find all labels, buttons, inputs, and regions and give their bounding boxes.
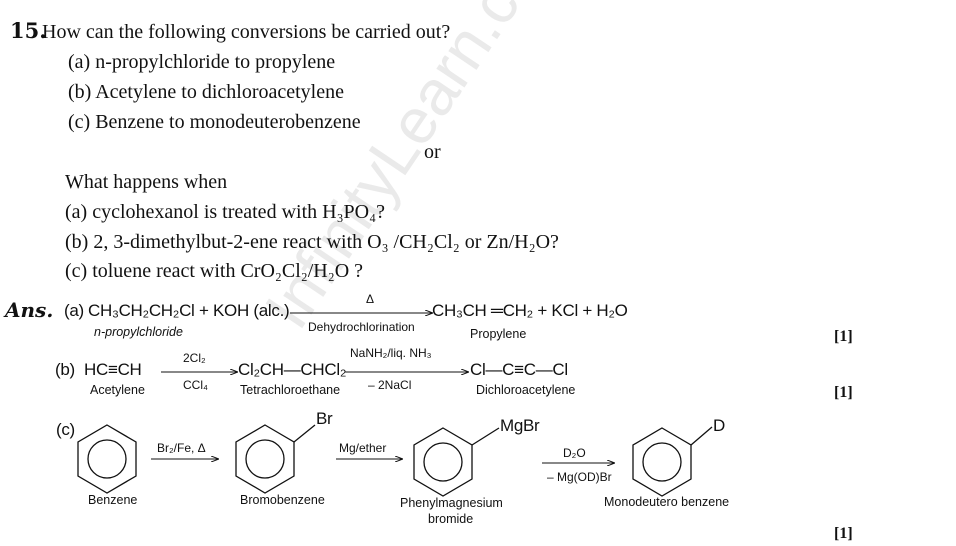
- answer-c-mark: [1]: [834, 525, 853, 542]
- answer-a-product-label: Propylene: [470, 327, 527, 341]
- answer-c-step1-above: Br₂/Fe, Δ: [157, 441, 206, 455]
- bromobenzene-ring-icon: [235, 424, 316, 494]
- answer-a-above-arrow: Δ: [366, 292, 375, 306]
- bromobenzene-label: Bromobenzene: [240, 493, 325, 507]
- answer-b-middle: Cl₂CH—CHCl₂: [238, 360, 347, 379]
- answer-c-tag: (c): [56, 420, 75, 439]
- phenylmagnesium-label-2: bromide: [428, 512, 474, 526]
- answer-c-step3-above: D₂O: [563, 446, 586, 460]
- answer-b-tag: (b): [55, 360, 75, 379]
- answer-a-reactant-label: n-propylchloride: [94, 325, 183, 339]
- answer-b-step1-below: CCl₄: [183, 378, 208, 392]
- benzene-ring-icon: [77, 424, 137, 494]
- answer-a-below-arrow: Dehydrochlorination: [308, 320, 415, 334]
- answer-b-step1-above: 2Cl₂: [183, 351, 206, 365]
- answer-b-mark: [1]: [834, 384, 853, 401]
- alt-intro: What happens when: [65, 171, 228, 193]
- answer-b-start: HC≡CH: [84, 360, 142, 379]
- answer-a-products: CH₃CH ═CH₂ + KCl + H₂O: [432, 301, 628, 320]
- bromobenzene-substituent: Br: [316, 409, 333, 428]
- question-number: 15.: [10, 18, 47, 43]
- alt-part-a: (a) cyclohexanol is treated with H₃PO₄?: [65, 201, 385, 223]
- deuterobenzene-substituent: D: [713, 416, 725, 435]
- benzene-label: Benzene: [88, 493, 138, 507]
- answer-a-reactants: CH₃CH₂CH₂Cl + KOH (alc.): [88, 301, 290, 320]
- question-part-b: (b) Acetylene to dichloroacetylene: [68, 81, 344, 103]
- alt-part-b: (b) 2, 3-dimethylbut-2-ene react with O₃…: [65, 231, 559, 253]
- answer-label: Ans.: [5, 298, 54, 322]
- deuterobenzene-label: Monodeutero benzene: [604, 495, 730, 509]
- answer-b-end-label: Dichloroacetylene: [476, 383, 576, 397]
- answer-c-step3-below: – Mg(OD)Br: [547, 470, 612, 484]
- deuterobenzene-ring-icon: [632, 426, 713, 497]
- answer-b-start-label: Acetylene: [90, 383, 145, 397]
- answer-a-tag: (a): [64, 301, 84, 320]
- phenylmagnesium-substituent: MgBr: [500, 416, 540, 435]
- question-part-a: (a) n-propylchloride to propylene: [68, 51, 336, 73]
- answer-b-step2-below: – 2NaCl: [368, 378, 412, 392]
- phenylmagnesium-label: Phenylmagnesium: [400, 496, 503, 510]
- question-text: How can the following conversions be car…: [42, 21, 451, 43]
- answer-c-step2-above: Mg/ether: [339, 441, 387, 455]
- alt-part-c: (c) toluene react with CrO₂Cl₂/H₂O ?: [65, 260, 364, 282]
- answer-b-end: Cl—C≡C—Cl: [470, 360, 568, 379]
- or-separator: or: [424, 141, 441, 163]
- answer-a-mark: [1]: [834, 328, 853, 345]
- answer-b-step2-above: NaNH₂/liq. NH₃: [350, 346, 432, 360]
- answer-b-middle-label: Tetrachloroethane: [240, 383, 341, 397]
- phenylmagnesium-ring-icon: [413, 427, 500, 497]
- question-part-c: (c) Benzene to monodeuterobenzene: [68, 111, 361, 133]
